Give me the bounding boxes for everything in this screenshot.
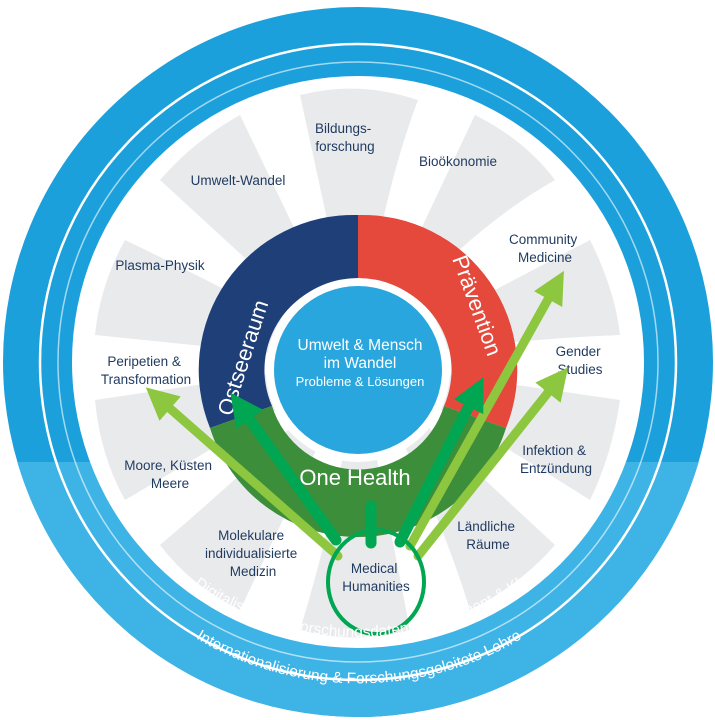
- arrow-to-ostseeraum: [230, 392, 342, 546]
- arrow-to-community-medicine: [405, 270, 564, 551]
- medical-humanities-highlight: [326, 528, 426, 636]
- topic-moore-kuesten-meere: Moore, Küsten Meere: [124, 458, 216, 491]
- core-circle: [274, 286, 442, 454]
- topic-medical-humanities: Medical Humanities: [342, 561, 410, 594]
- segment-label-one-health: One Health: [299, 465, 410, 490]
- ring-divider-white: [38, 42, 678, 682]
- arrow-to-peripetien: [145, 387, 343, 561]
- arrow-to-praevention: [394, 377, 484, 548]
- topic-plasma-physik: Plasma-Physik: [115, 258, 205, 273]
- topic-community-medicine: Community Medicine: [509, 232, 581, 265]
- topic-umwelt-wandel: Umwelt-Wandel: [191, 173, 286, 188]
- topic-biooekonomie: Bioökonomie: [419, 154, 497, 169]
- segment-praevention: [358, 214, 518, 428]
- topic-gender-studies: Gender Studies: [556, 344, 605, 377]
- topic-peripetien-transformation: Peripetien & Transformation: [101, 354, 191, 387]
- topic-bildungsforschung: Bildungs- forschung: [315, 121, 375, 154]
- arrow-group: [145, 270, 569, 561]
- topic-molekulare-medizin: Molekulare individualisierte Medizin: [205, 528, 301, 579]
- segment-ostseeraum: [198, 214, 358, 428]
- topic-infektion-entzuendung: Infektion & Entzündung: [520, 443, 592, 476]
- center-line-2: im Wandel: [324, 355, 397, 372]
- ring-divider-outer-white: [57, 61, 659, 663]
- arrow-to-gender-studies: [413, 367, 569, 561]
- center-line-1: Umwelt & Mensch: [298, 337, 423, 354]
- topic-laendliche-raeume: Ländliche Räume: [457, 519, 519, 552]
- center-line-3: Probleme & Lösungen: [296, 374, 425, 389]
